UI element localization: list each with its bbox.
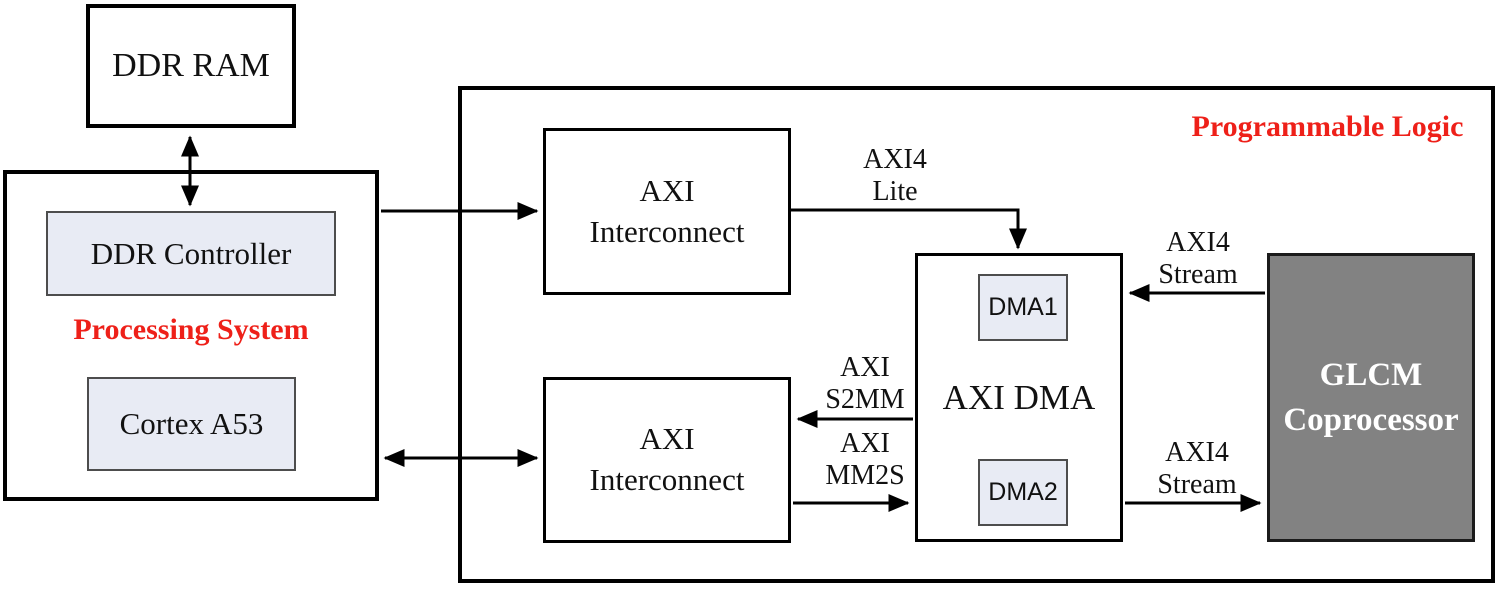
axi4-lite-line1: AXI4: [863, 144, 927, 175]
cortex-a53-block: Cortex A53: [87, 377, 296, 471]
axi-dma-block: DMA1 AXI DMA DMA2: [915, 253, 1123, 542]
processing-system-title: Processing System: [73, 313, 309, 346]
dma1-label: DMA1: [988, 293, 1058, 321]
axi4-stream-top-line1: AXI4: [1166, 227, 1230, 258]
axi-interconnect-top-line1: AXI: [639, 172, 695, 208]
axi4-stream-bottom-label: AXI4 Stream: [1127, 437, 1267, 501]
programmable-logic-title: Programmable Logic: [1191, 110, 1464, 143]
axi-interconnect-bottom-line2: Interconnect: [589, 462, 745, 497]
axi-mm2s-label: AXI MM2S: [795, 428, 935, 492]
dma1-block: DMA1: [978, 274, 1068, 341]
axi4-stream-bottom-line2: Stream: [1157, 468, 1237, 500]
programmable-logic-block: [458, 86, 1495, 583]
axi-dma-label: AXI DMA: [942, 378, 1096, 417]
dma2-block: DMA2: [978, 459, 1068, 526]
cortex-a53-label: Cortex A53: [119, 406, 264, 441]
axi4-stream-top-line2: Stream: [1158, 258, 1238, 290]
ddr-controller-block: DDR Controller: [46, 211, 336, 296]
axi-s2mm-line1: AXI: [840, 352, 890, 383]
axi-interconnect-bottom-block: AXI Interconnect: [543, 377, 791, 543]
glcm-coprocessor-line2: Coprocessor: [1283, 401, 1459, 438]
axi-mm2s-line2: MM2S: [825, 459, 905, 491]
axi-mm2s-line1: AXI: [840, 428, 890, 459]
axi4-stream-bottom-line1: AXI4: [1165, 437, 1229, 468]
dma2-label: DMA2: [988, 478, 1058, 506]
axi4-lite-label: AXI4 Lite: [825, 144, 965, 208]
axi-s2mm-label: AXI S2MM: [795, 352, 935, 416]
axi-interconnect-top-block: AXI Interconnect: [543, 128, 791, 295]
axi-interconnect-bottom-line1: AXI: [639, 421, 695, 457]
ddr-ram-label: DDR RAM: [112, 47, 270, 84]
axi4-stream-top-label: AXI4 Stream: [1128, 227, 1268, 291]
glcm-coprocessor-line1: GLCM: [1319, 356, 1423, 393]
ddr-ram-block: DDR RAM: [86, 4, 296, 128]
axi-s2mm-line2: S2MM: [825, 383, 905, 415]
ddr-controller-label: DDR Controller: [90, 235, 292, 271]
glcm-coprocessor-block: GLCM Coprocessor: [1267, 253, 1475, 542]
axi-interconnect-top-line2: Interconnect: [589, 213, 745, 249]
axi4-lite-line2: Lite: [872, 175, 918, 207]
